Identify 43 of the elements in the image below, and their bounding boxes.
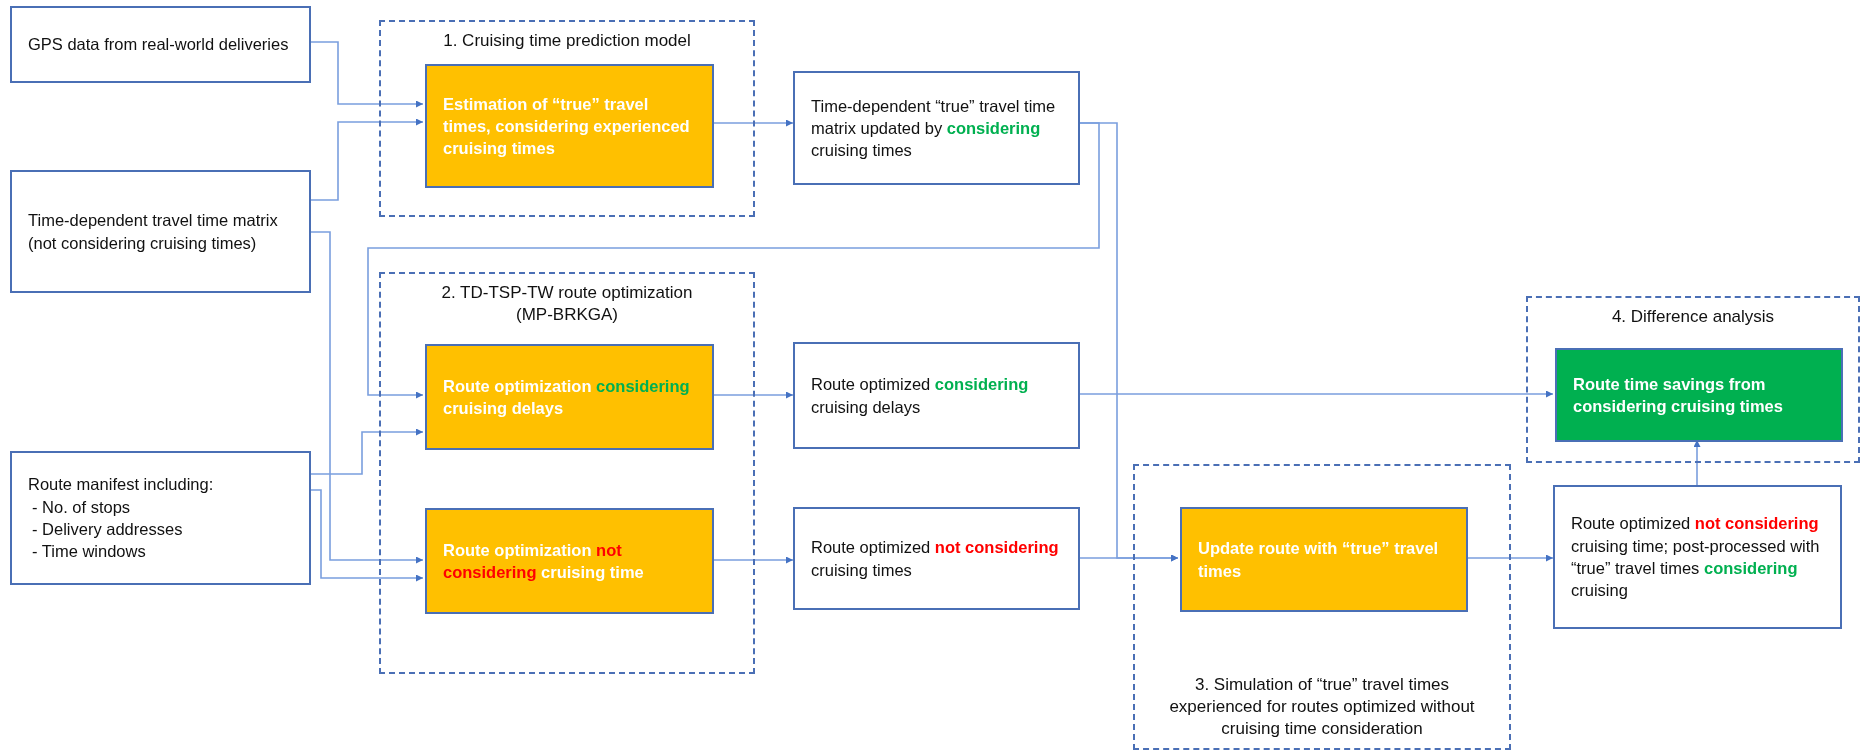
- node-text: Route optimized considering cruising delays: [811, 374, 1030, 418]
- group-title: 2. TD-TSP-TW route optimization (MP-BRKGA): [440, 282, 694, 327]
- list-item: - Time windows: [31, 541, 147, 563]
- arrow: [1079, 554, 1179, 562]
- arrow: [310, 428, 424, 475]
- arrow: [1079, 390, 1554, 398]
- list-item: - Delivery addresses: [31, 519, 184, 540]
- arrow: [310, 41, 424, 108]
- process-box: [1555, 348, 1843, 442]
- group-title: 3. Simulation of “true” travel times experienced for routes optimized without cruising time consideration: [1168, 673, 1476, 740]
- node-text: Estimation of “true” travel times, considering experienced cruising times: [443, 93, 691, 160]
- group-title: 1. Cruising time prediction model: [442, 30, 692, 52]
- process-box: [425, 508, 714, 614]
- data-box: [10, 451, 311, 585]
- dashed-group-box: [379, 272, 755, 674]
- group-title: 4. Difference analysis: [1610, 306, 1776, 328]
- node-text: Route manifest including:: [28, 474, 215, 496]
- process-box: [425, 64, 714, 188]
- process-box: [1180, 507, 1468, 612]
- arrow: [310, 118, 424, 201]
- data-box: [793, 71, 1080, 185]
- dashed-group-box: [379, 20, 755, 217]
- process-box: [425, 344, 714, 450]
- node-text: GPS data from real-world deliveries: [28, 34, 290, 56]
- node-text: Time-dependent “true” travel time matrix updated by considering cruising times: [811, 95, 1057, 162]
- node-text: Route optimized not considering cruising time; post-processed with “true” travel times considering cruising: [1571, 513, 1821, 602]
- list-item: - No. of stops: [31, 496, 132, 518]
- data-box: [793, 342, 1080, 449]
- node-text: Route optimized not considering cruising times: [811, 537, 1060, 581]
- data-box: [793, 507, 1080, 610]
- dashed-group-box: [1133, 464, 1511, 750]
- dashed-group-box: [1526, 296, 1860, 463]
- node-text: Route optimization not considering cruising time: [443, 539, 645, 583]
- node-text: Time-dependent travel time matrix (not considering cruising times): [28, 210, 279, 254]
- data-box: [10, 6, 311, 83]
- node-text: Route optimization considering cruising delays: [443, 375, 691, 419]
- data-box: [10, 170, 311, 293]
- arrow: [310, 489, 424, 582]
- arrow: [310, 231, 424, 564]
- data-box: [1553, 485, 1842, 629]
- node-text: Route time savings from considering cruising times: [1573, 373, 1784, 417]
- node-text: Update route with “true” travel times: [1198, 538, 1440, 582]
- arrow: [367, 122, 1100, 399]
